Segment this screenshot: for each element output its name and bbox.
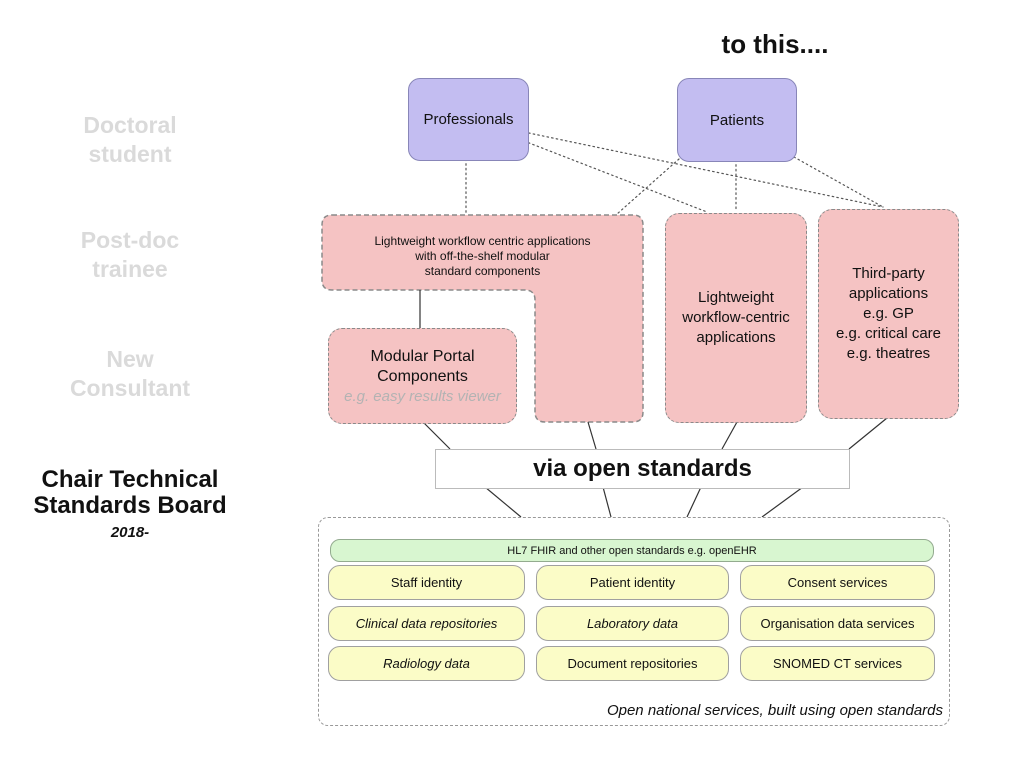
label-doctoral-student: Doctoral student [83,112,177,167]
edge-patients-third-party [793,156,884,208]
node-professionals: Professionals [408,78,529,161]
standards-bar: HL7 FHIR and other open standards e.g. o… [330,539,934,562]
service-radiology-data: Radiology data [328,646,525,681]
service-consent-services: Consent services [740,565,935,600]
node-lightweight-apps: Lightweight workflow-centric application… [665,213,807,423]
label-chair-dates: 2018- [110,524,150,541]
service-organisation-data-services: Organisation data services [740,606,935,641]
service-laboratory-data: Laboratory data [536,606,729,641]
edge-patients-modular-suite [616,158,680,215]
service-staff-identity: Staff identity [328,565,525,600]
label-postdoc-trainee: Post-doc trainee [80,227,180,282]
edge-professionals-lightweight [523,140,708,213]
node-third-party-apps: Third-party applications e.g. GP e.g. cr… [818,209,959,419]
edge-third-party-via [848,417,888,450]
modular-portal-title: Modular Portal Components [370,348,475,385]
edge-suite-via [587,421,597,450]
edge-professionals-third-party [523,131,884,208]
via-open-standards-banner: via open standards [435,449,850,489]
modular-portal-subtitle: e.g. easy results viewer [344,388,501,405]
edge-via-services-4 [761,486,804,518]
slide-title: to this.... [721,29,829,59]
service-patient-identity: Patient identity [536,565,729,600]
service-clinical-data-repositories: Clinical data repositories [328,606,525,641]
edge-via-services-1 [484,486,522,518]
service-document-repositories: Document repositories [536,646,729,681]
edge-via-services-2 [602,486,612,518]
node-modular-portal: Modular Portal Components e.g. easy resu… [328,328,517,424]
edge-portal-via [422,421,451,450]
edge-via-services-3 [686,486,702,518]
services-frame-caption: Open national services, built using open… [606,702,943,719]
service-snomed-ct-services: SNOMED CT services [740,646,935,681]
node-patients: Patients [677,78,797,162]
label-chair-standards-board: Chair Technical Standards Board [33,466,227,519]
edge-lightweight-via [721,421,738,450]
label-new-consultant: New Consultant [69,346,191,401]
modular-suite-block [321,214,644,423]
node-modular-suite-label: Lightweight workflow centric application… [374,234,591,278]
